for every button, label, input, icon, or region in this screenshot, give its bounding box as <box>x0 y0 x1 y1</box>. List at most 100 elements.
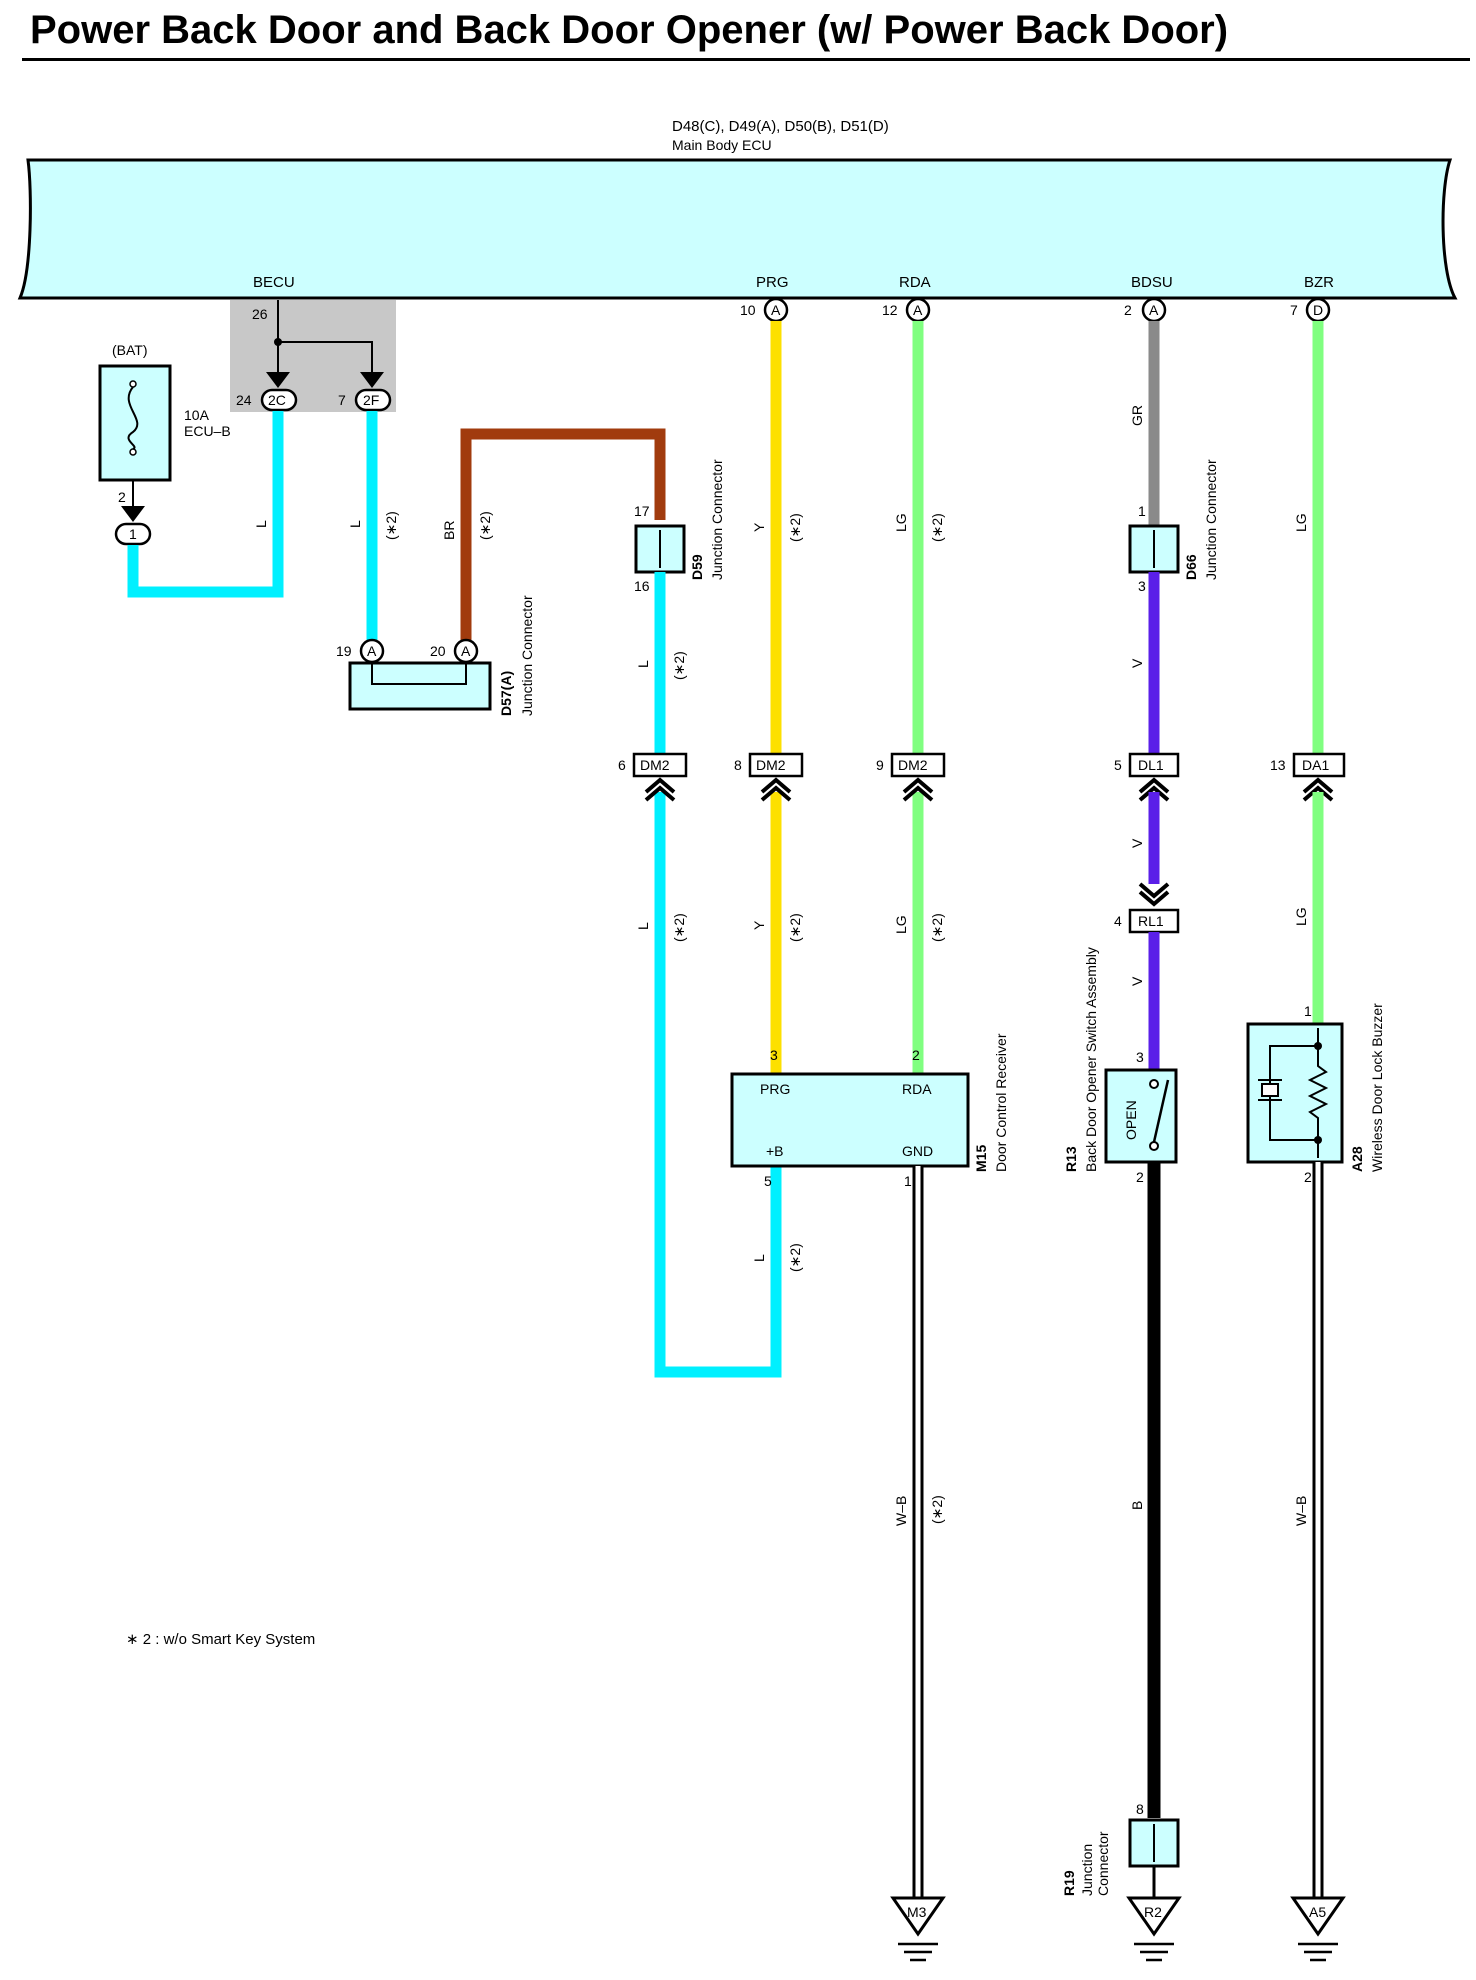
connector-2c <box>260 388 298 412</box>
dm2-box <box>890 752 946 778</box>
ecu-name-label: Main Body ECU <box>672 137 772 153</box>
connector-dm2-9: DM2 9 <box>876 752 946 802</box>
wire-label-lg: LG <box>893 915 909 934</box>
dm2-code: DM2 <box>640 757 670 773</box>
m15-pin-plusb: 5 <box>764 1173 772 1189</box>
connector-2f <box>354 388 392 412</box>
d57-letter: A <box>367 643 377 659</box>
wire-label-v: V <box>1129 976 1145 986</box>
ground-a5: A5 <box>1309 1904 1326 1920</box>
d66-id: D66 <box>1183 554 1199 580</box>
wire-label-lg: LG <box>1293 907 1309 926</box>
connector-2f-code: 2F <box>363 392 379 408</box>
fuse-pin: 2 <box>118 489 126 505</box>
r13-pin-bottom: 2 <box>1136 1169 1144 1185</box>
dm2-pin: 8 <box>734 757 742 773</box>
wire-label-y: Y <box>751 920 767 930</box>
becu-pin: 26 <box>252 306 268 322</box>
m15-rda: RDA <box>902 1081 932 1097</box>
dm2-code: DM2 <box>756 757 786 773</box>
wire-note: (∗2) <box>787 513 803 542</box>
d59-id: D59 <box>689 554 705 580</box>
wire-label-v: V <box>1129 838 1145 848</box>
d59-pin-top: 17 <box>634 503 650 519</box>
connector-2c-pin: 24 <box>236 392 252 408</box>
m15-box <box>730 1072 970 1168</box>
ground-m3-icon <box>890 1896 946 1937</box>
prg-letter: A <box>771 302 781 318</box>
dm2-box <box>632 752 688 778</box>
rl1-code: RL1 <box>1138 913 1164 929</box>
chevron-down-icon <box>1138 882 1170 907</box>
fuse-icon <box>127 386 139 450</box>
connector-rl1: RL1 4 <box>1114 908 1180 934</box>
wire-l-fuse <box>127 411 284 598</box>
a28-pin-top: 1 <box>1304 1003 1312 1019</box>
m15-pin-prg: 3 <box>770 1047 778 1063</box>
wire-label-lg: LG <box>1293 513 1309 532</box>
wire-br <box>460 428 666 640</box>
d66-name: Junction Connector <box>1203 459 1219 580</box>
chevron-down-icon <box>360 372 384 388</box>
d59-pin-bottom: 16 <box>634 578 650 594</box>
m15-pin-gnd: 1 <box>904 1173 912 1189</box>
bzr-pin-number: 7 <box>1290 302 1298 318</box>
title-rule <box>22 58 1470 61</box>
bzr-letter: D <box>1313 302 1323 318</box>
m15-gnd: GND <box>902 1143 933 1159</box>
wire-label-l: L <box>253 520 269 528</box>
r13-id: R13 <box>1063 1146 1079 1172</box>
dl1-code: DL1 <box>1138 757 1164 773</box>
fuse-connector-label: 1 <box>129 526 137 542</box>
switch-contact-icon <box>1149 1141 1159 1151</box>
r13-pin-top: 3 <box>1136 1049 1144 1065</box>
m15-prg: PRG <box>760 1081 790 1097</box>
switch-contact-icon <box>1149 1079 1159 1089</box>
wire-label-l: L <box>635 660 651 668</box>
a28-id: A28 <box>1349 1146 1365 1172</box>
wire-note: (∗2) <box>671 913 687 942</box>
wire-note: (∗2) <box>477 511 493 540</box>
fuse-contact-bottom <box>129 448 137 456</box>
footnote: ∗ 2 : w/o Smart Key System <box>126 1631 315 1648</box>
d66-pin-top: 1 <box>1138 503 1146 519</box>
wire-label-v: V <box>1129 658 1145 668</box>
connector-da1: DA1 13 <box>1270 752 1346 802</box>
dl1-box <box>1128 752 1180 778</box>
wire-label-b: B <box>1129 1501 1145 1510</box>
chevron-up-icon <box>1302 777 1334 802</box>
r19-name-line2: Connector <box>1095 1831 1111 1896</box>
ground-icon <box>898 1942 938 1962</box>
d57-id: D57(A) <box>498 671 514 716</box>
fuse-contact-top <box>129 380 137 388</box>
d66-pin-bottom: 3 <box>1138 578 1146 594</box>
wire-note: (∗2) <box>671 651 687 680</box>
wire-l-plusb <box>654 792 782 1378</box>
d57-name: Junction Connector <box>519 595 535 716</box>
d57-pin19: 19 <box>336 643 352 659</box>
r13-open-label: OPEN <box>1123 1100 1139 1140</box>
ground-a5-icon <box>1290 1896 1346 1937</box>
wire-label-wb: W–B <box>1293 1496 1309 1526</box>
chevron-up-icon <box>644 777 676 802</box>
connector-dm2-8: DM2 8 <box>734 752 804 802</box>
dl1-pin: 5 <box>1114 757 1122 773</box>
fuse-source: (BAT) <box>112 342 148 358</box>
m15-pin-rda: 2 <box>912 1047 920 1063</box>
ground-m3: M3 <box>907 1904 927 1920</box>
rda-pin-number: 12 <box>882 302 898 318</box>
connector-2f-pin: 7 <box>338 392 346 408</box>
m15-plusb: +B <box>766 1143 784 1159</box>
ground-r2-icon <box>1126 1896 1182 1937</box>
r13-body <box>1104 1068 1178 1164</box>
ground-icon <box>1298 1942 1338 1962</box>
fuse-connector <box>114 522 152 546</box>
resistor-icon <box>1307 1046 1329 1140</box>
wire-label-wb: W–B <box>893 1496 909 1526</box>
da1-code: DA1 <box>1302 757 1329 773</box>
d57-pin20: 20 <box>430 643 446 659</box>
d57-bus <box>371 663 467 685</box>
ground-r2: R2 <box>1144 1904 1162 1920</box>
a28-pin-bottom: 2 <box>1304 1169 1312 1185</box>
